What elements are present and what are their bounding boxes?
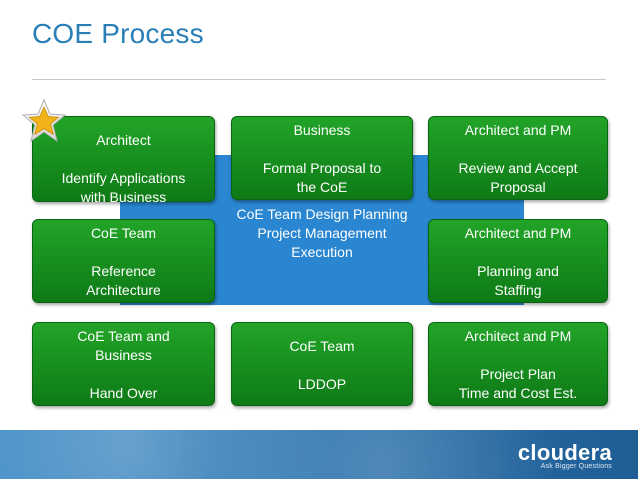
box-spacer — [232, 140, 412, 159]
step-box-lddop: CoE Team LDDOP — [231, 322, 413, 406]
center-item: Execution — [291, 244, 353, 260]
box-role: CoE Team — [90, 225, 157, 241]
box-spacer — [232, 356, 412, 375]
box-spacer — [429, 140, 607, 159]
box-role: Architect and PM — [464, 122, 572, 138]
box-task: Proposal — [490, 179, 546, 195]
step-box-review-accept: Architect and PM Review and Accept Propo… — [428, 116, 608, 200]
box-task: Identify Applications — [61, 170, 186, 186]
box-task: with Business — [80, 189, 167, 205]
box-task: Review and Accept — [458, 160, 578, 176]
center-item: Planning — [352, 206, 408, 222]
box-task: LDDOP — [297, 376, 347, 392]
box-spacer — [33, 365, 214, 384]
box-role: Architect and PM — [464, 225, 572, 241]
box-task: Time and Cost Est. — [458, 385, 578, 401]
box-spacer — [429, 346, 607, 365]
box-role: Business — [293, 122, 351, 138]
box-role: Business — [95, 347, 152, 363]
box-task: Project Plan — [480, 366, 556, 382]
box-role: CoE Team — [289, 338, 355, 354]
box-task: the CoE — [296, 179, 348, 195]
box-task: Formal Proposal to — [262, 160, 382, 176]
box-task: Architecture — [86, 282, 161, 298]
step-box-project-plan: Architect and PM Project Plan Time and C… — [428, 322, 608, 406]
step-box-business-proposal: Business Formal Proposal to the CoE — [231, 116, 413, 200]
box-spacer — [429, 243, 607, 262]
cloudera-logo: cloudera — [517, 440, 612, 465]
star-icon — [22, 99, 66, 143]
footer-band — [0, 430, 638, 479]
center-item: Project Management — [257, 225, 387, 241]
box-task: Planning and — [477, 263, 559, 279]
box-role: Architect and PM — [464, 328, 572, 344]
center-heading: CoE Team — [236, 206, 302, 222]
box-task: Staffing — [494, 282, 542, 298]
box-task: Reference — [91, 263, 156, 279]
step-box-architect-identify: Architect Identify Applications with Bus… — [32, 116, 215, 205]
box-spacer — [33, 243, 214, 262]
center-panel-text: CoE Team Design Planning Project Managem… — [232, 205, 412, 262]
slide-title: COE Process — [32, 18, 204, 49]
box-spacer — [33, 150, 214, 169]
box-task: Hand Over — [89, 385, 158, 401]
title-divider — [32, 79, 606, 80]
box-role: Architect — [96, 132, 151, 148]
step-box-hand-over: CoE Team and Business Hand Over — [32, 322, 215, 406]
box-role: CoE Team and — [77, 328, 170, 344]
step-box-reference-architecture: CoE Team Reference Architecture — [32, 219, 215, 303]
center-item: Design — [305, 206, 350, 222]
logo-tagline: Ask Bigger Questions — [540, 463, 612, 470]
step-box-planning-staffing: Architect and PM Planning and Staffing — [428, 219, 608, 303]
